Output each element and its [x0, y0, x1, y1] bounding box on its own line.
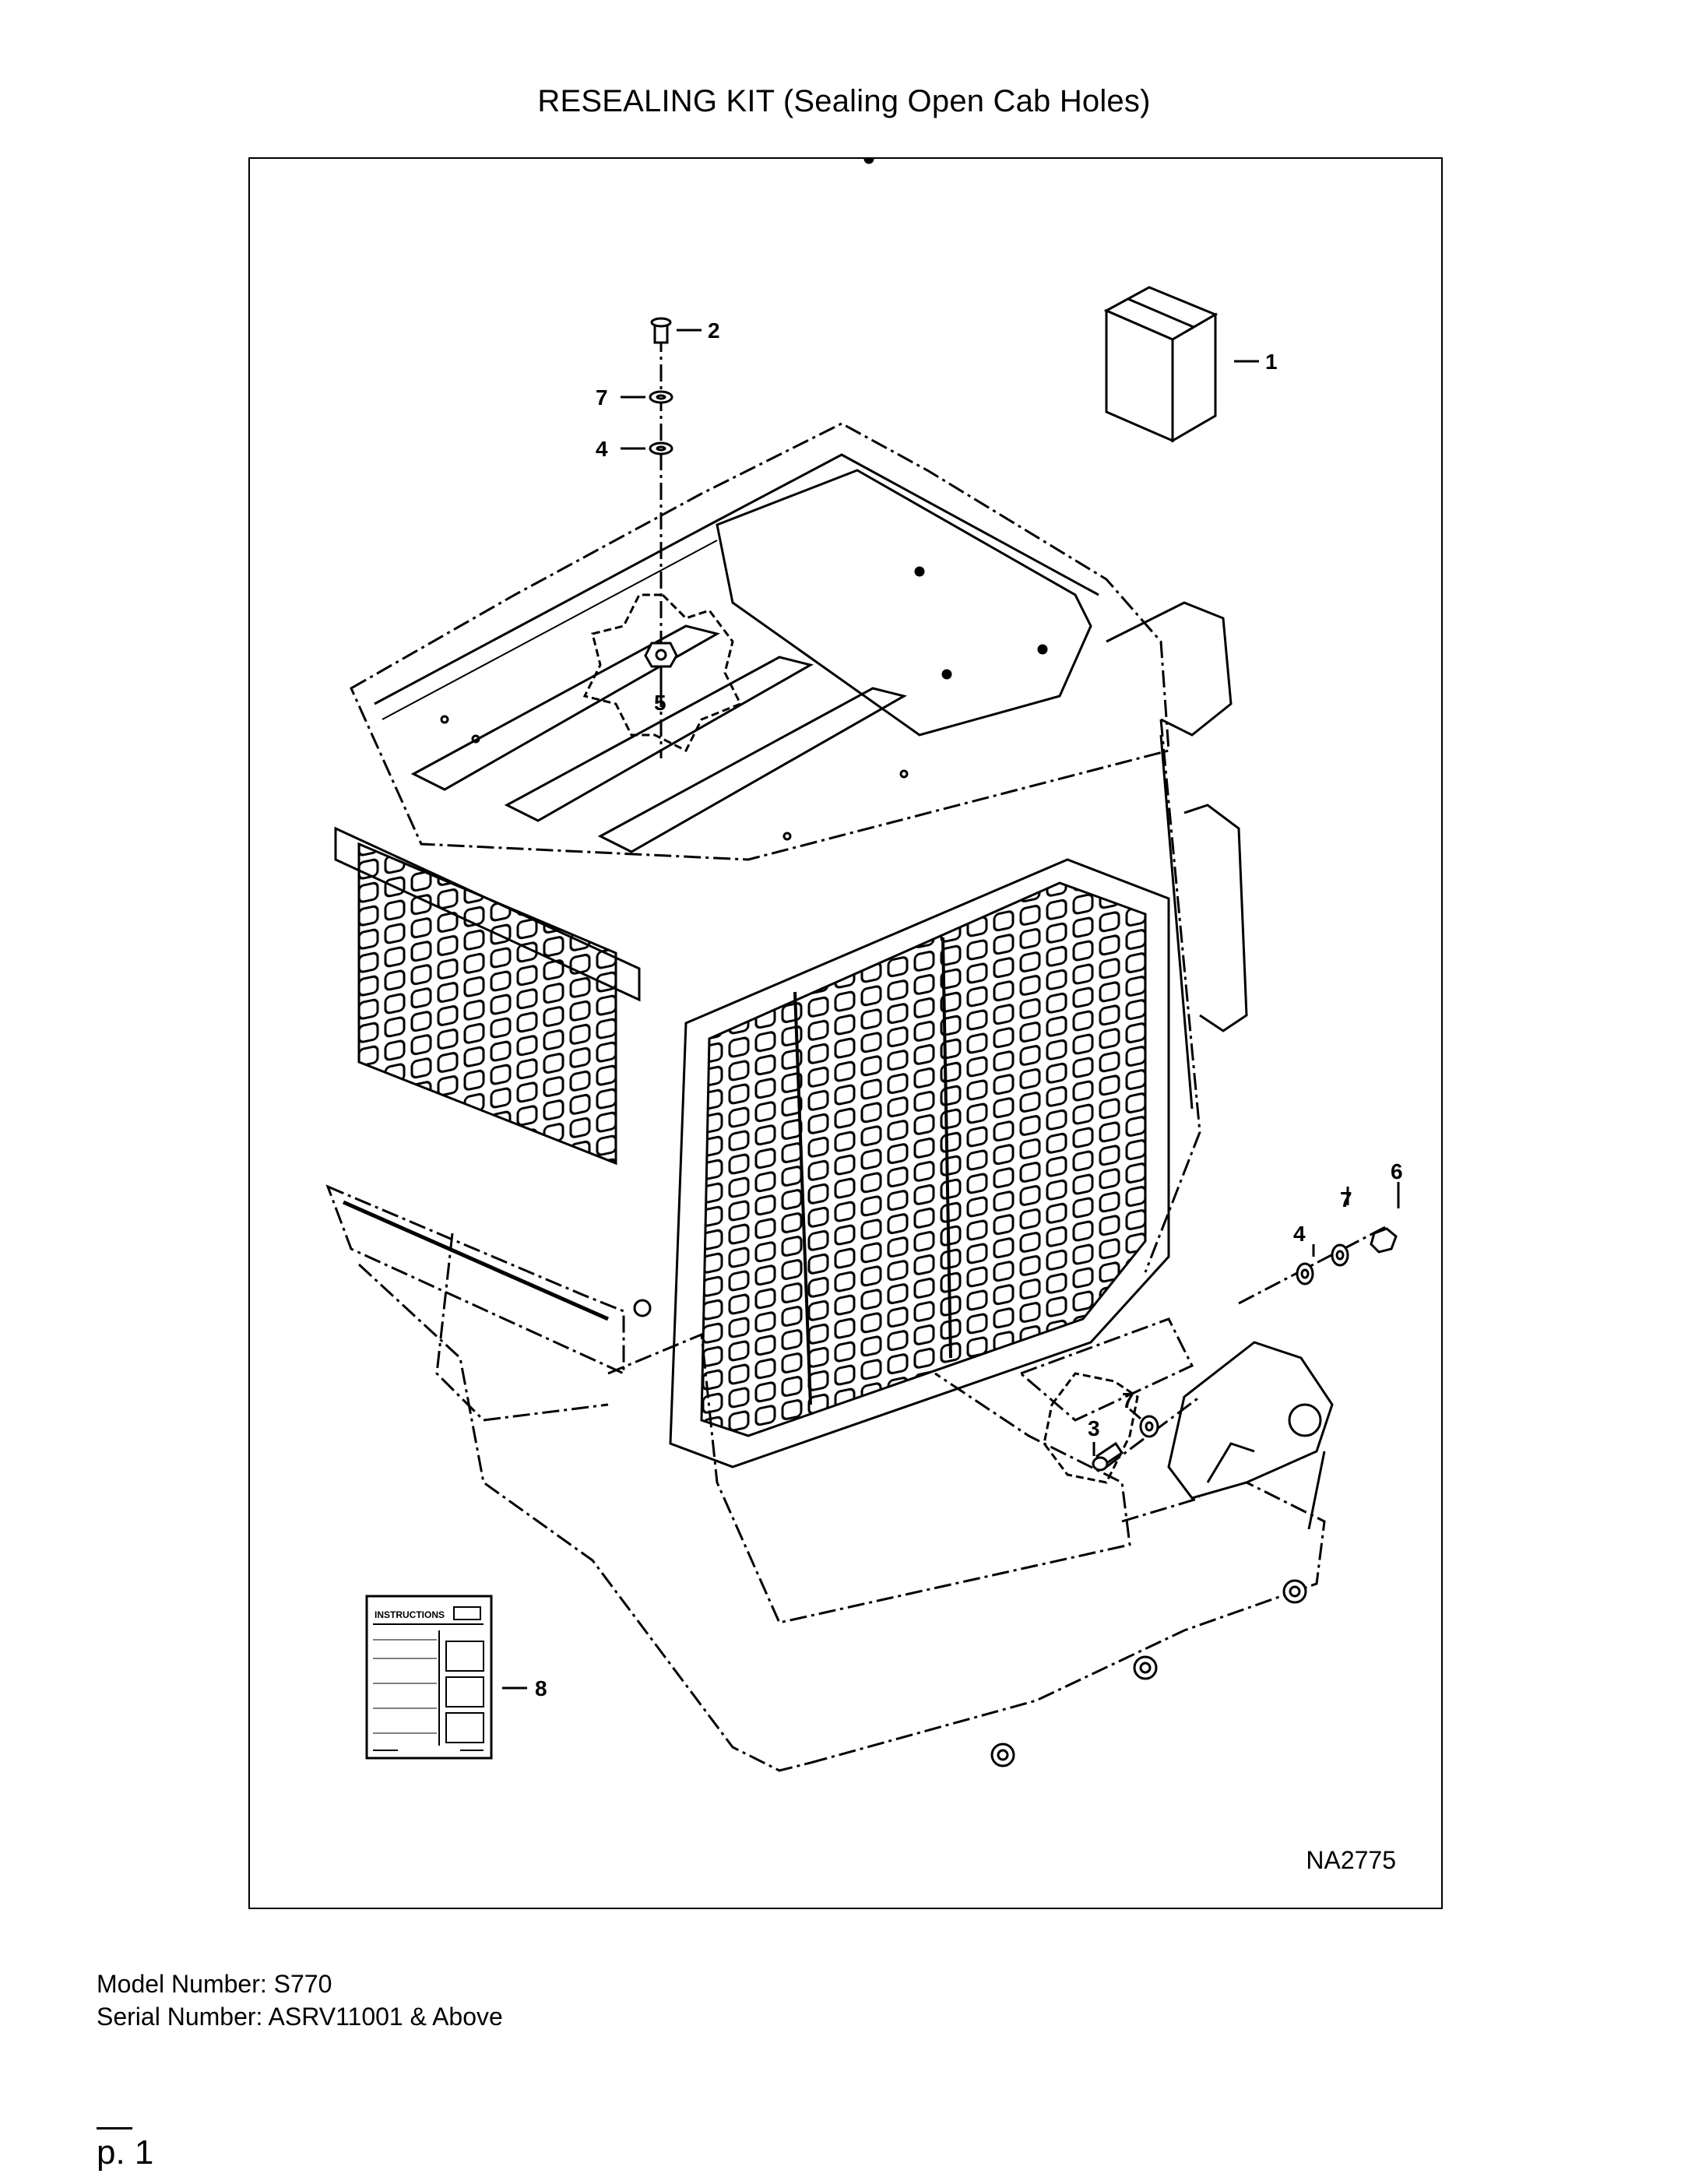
callout-4-top: 4 [596, 437, 608, 461]
cab-front-screen [669, 858, 1170, 1468]
callout-7-lower: 7 [1122, 1388, 1134, 1412]
figure-id: NA2775 [1306, 1846, 1396, 1874]
cab-right-pillar [1106, 601, 1248, 1273]
cab-roof [350, 159, 1170, 861]
instructions-sheet-icon: INSTRUCTIONS [365, 1595, 527, 1760]
callout-5: 5 [654, 691, 666, 715]
instructions-sheet-label: INSTRUCTIONS [375, 1609, 445, 1620]
model-number: Model Number: S770 [97, 1970, 332, 1998]
callout-leaders [621, 329, 1141, 1456]
serial-number: Serial Number: ASRV11001 & Above [97, 2003, 503, 2031]
cab-left-screen [325, 826, 641, 1376]
page-number-rule [97, 2127, 132, 2129]
cab-resealing-diagram: INSTRUCTIONS 1 2 7 4 5 6 7 4 7 3 8 [325, 159, 1403, 1772]
parts-diagram-frame: INSTRUCTIONS 1 2 7 4 5 6 7 4 7 3 8 NA277… [248, 157, 1443, 1909]
callout-8: 8 [535, 1676, 547, 1700]
page-title: RESEALING KIT (Sealing Open Cab Holes) [537, 84, 1151, 118]
lower-panel-nuts [633, 1299, 1307, 1767]
lift-arm-hinge [1167, 1341, 1334, 1530]
kit-box-icon [1103, 286, 1259, 443]
callout-3: 3 [1088, 1416, 1100, 1440]
hardware-stack-right [1238, 1182, 1400, 1305]
hardware-stack-lower [1043, 1372, 1201, 1484]
callout-7-right: 7 [1340, 1187, 1352, 1212]
callout-4-right: 4 [1293, 1222, 1306, 1246]
callout-2: 2 [708, 318, 720, 343]
page-number: p. 1 [97, 2133, 154, 2172]
hardware-stack-top [582, 317, 743, 758]
callout-7-top: 7 [596, 385, 608, 410]
callout-6: 6 [1391, 1159, 1403, 1183]
callout-1: 1 [1265, 350, 1278, 374]
